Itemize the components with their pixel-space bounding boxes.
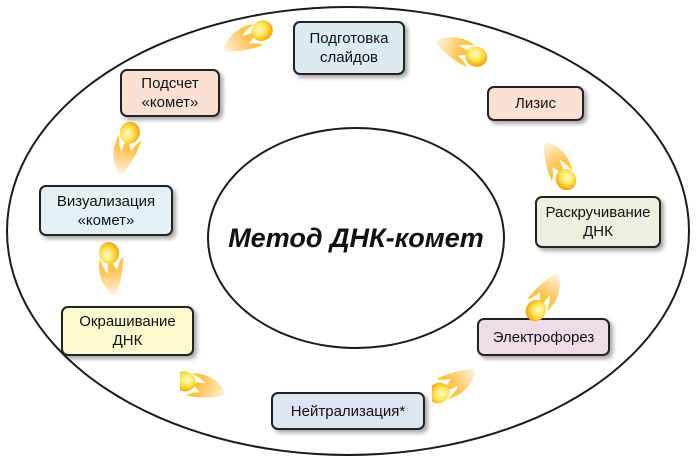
comet-icon	[522, 267, 567, 322]
comet-icon	[432, 358, 481, 410]
step-neutralization: Нейтрализация*	[271, 392, 425, 430]
step-comet-counting: Подсчет «комет»	[120, 69, 220, 117]
comet-icon	[532, 137, 583, 190]
center-title: Метод ДНК-комет	[228, 222, 484, 253]
comet-icon	[219, 20, 276, 60]
step-slide-preparation: Подготовка слайдов	[293, 21, 405, 75]
comet-icon	[109, 122, 145, 177]
outer-ellipse	[6, 6, 690, 456]
step-comet-visualization: Визуализация «комет»	[39, 185, 173, 236]
step-dna-staining: Окрашивание ДНК	[61, 306, 194, 356]
step-lysis: Лизис	[487, 86, 584, 121]
inner-ellipse	[207, 127, 505, 349]
comet-icon	[432, 31, 490, 68]
comet-icon	[94, 240, 130, 297]
step-dna-unwinding: Раскручивание ДНК	[535, 196, 661, 248]
step-electrophoresis: Электрофорез	[477, 318, 610, 356]
comet-icon	[180, 365, 229, 408]
